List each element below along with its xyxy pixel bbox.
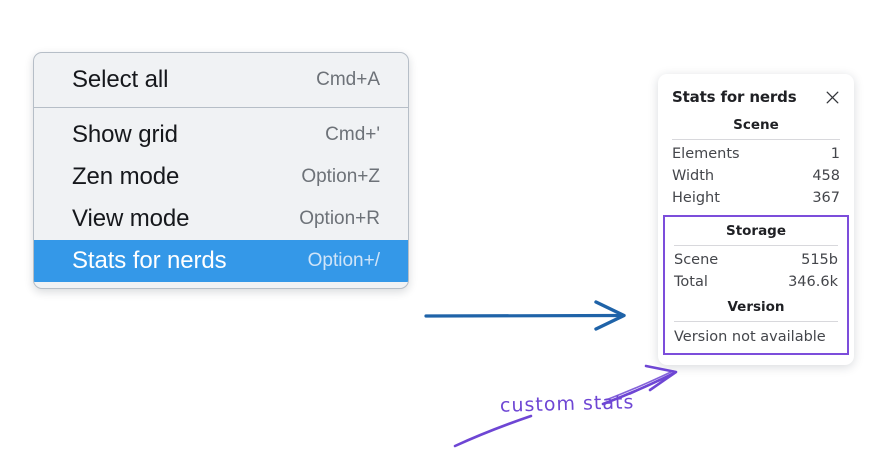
stat-key: Scene — [674, 252, 719, 268]
stat-key: Height — [672, 190, 720, 206]
menu-item-label: Stats for nerds — [72, 247, 227, 274]
menu-item-stats-for-nerds[interactable]: Stats for nerds Option+/ — [34, 240, 408, 282]
menu-item-label: View mode — [72, 205, 190, 232]
storage-rule — [674, 245, 838, 246]
version-rule — [674, 321, 838, 322]
stat-row: Total 346.6k — [674, 271, 838, 293]
version-section: Version Version not available — [674, 293, 838, 347]
menu-item-zen-mode[interactable]: Zen mode Option+Z — [34, 156, 408, 198]
arrow-right-icon — [424, 300, 626, 331]
menu-item-label: Select all — [72, 66, 169, 93]
menu-item-show-grid[interactable]: Show grid Cmd+' — [34, 114, 408, 156]
stat-value: 367 — [812, 190, 840, 206]
menu-item-select-all[interactable]: Select all Cmd+A — [34, 59, 408, 101]
stat-value: 458 — [812, 168, 840, 184]
custom-stats-highlight-box: Storage Scene 515b Total 346.6k Version … — [663, 215, 849, 355]
stats-for-nerds-panel[interactable]: Stats for nerds Scene Elements 1 Width 4… — [658, 74, 854, 365]
stat-row: Elements 1 — [672, 143, 840, 165]
storage-heading: Storage — [725, 223, 787, 239]
scene-heading: Scene — [733, 117, 779, 133]
stat-key: Elements — [672, 146, 740, 162]
version-value: Version not available — [674, 329, 826, 345]
scene-section: Scene Elements 1 Width 458 Height 367 — [658, 106, 854, 209]
hand-drawn-underline-icon — [453, 414, 533, 448]
storage-section: Storage Scene 515b Total 346.6k — [674, 217, 838, 293]
version-heading: Version — [727, 299, 785, 315]
menu-separator — [34, 107, 408, 108]
menu-group-1: Select all Cmd+A — [34, 53, 408, 107]
context-menu[interactable]: Select all Cmd+A Show grid Cmd+' Zen mod… — [33, 52, 409, 289]
stat-value: 1 — [830, 146, 840, 162]
menu-item-shortcut: Option+R — [299, 208, 380, 229]
stat-row: Height 367 — [672, 187, 840, 209]
stat-key: Total — [674, 274, 708, 290]
stat-value: 515b — [801, 252, 838, 268]
panel-header: Stats for nerds — [658, 86, 854, 106]
close-icon[interactable] — [823, 88, 841, 106]
stat-key: Width — [672, 168, 715, 184]
stat-value: 346.6k — [788, 274, 838, 290]
menu-item-shortcut: Option+Z — [301, 166, 380, 187]
menu-item-label: Show grid — [72, 121, 178, 148]
menu-item-view-mode[interactable]: View mode Option+R — [34, 198, 408, 240]
scene-rule — [672, 139, 840, 140]
panel-title: Stats for nerds — [672, 88, 797, 106]
menu-item-shortcut: Cmd+' — [325, 124, 380, 145]
menu-group-2: Show grid Cmd+' Zen mode Option+Z View m… — [34, 108, 408, 288]
stat-row: Scene 515b — [674, 249, 838, 271]
menu-item-shortcut: Cmd+A — [316, 69, 380, 90]
menu-item-label: Zen mode — [72, 163, 180, 190]
stat-row: Width 458 — [672, 165, 840, 187]
menu-item-shortcut: Option+/ — [307, 250, 380, 271]
annotation-label: custom stats — [499, 391, 635, 417]
